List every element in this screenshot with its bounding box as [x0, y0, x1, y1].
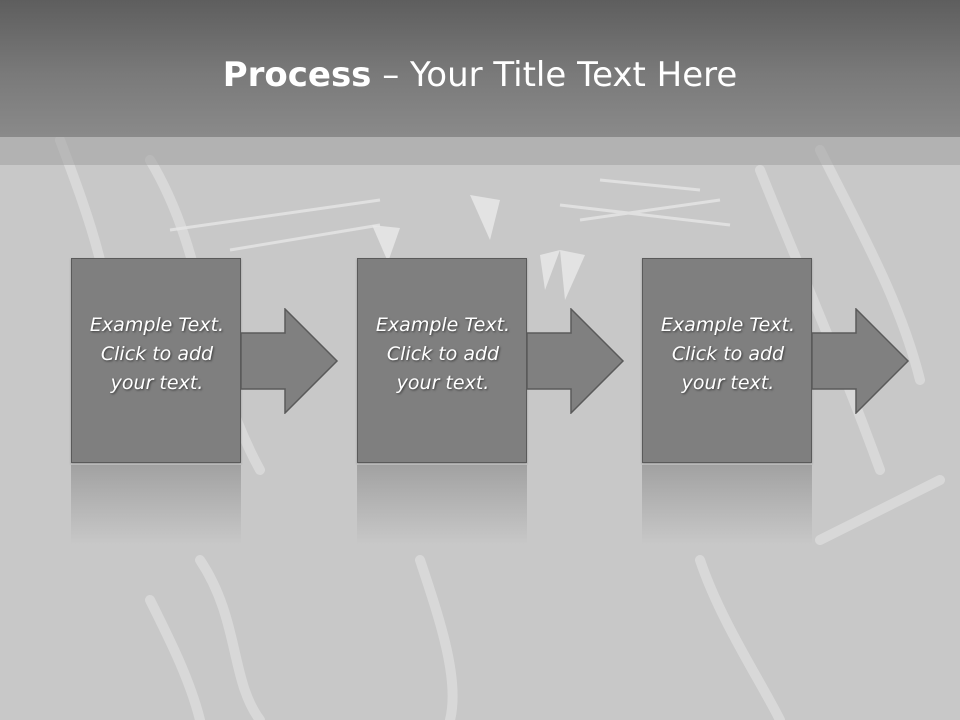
process-step-1[interactable]: Example Text. Click to add your text. [71, 258, 243, 545]
title-rest-part: – Your Title Text Here [371, 55, 738, 95]
title-underband [0, 137, 960, 165]
right-arrow-icon [241, 308, 339, 414]
step-text[interactable]: Example Text. Click to add your text. [660, 314, 796, 394]
step-reflection [642, 465, 812, 545]
right-arrow-icon [812, 308, 910, 414]
step-box[interactable]: Example Text. Click to add your text. [71, 258, 241, 463]
right-arrow-icon [527, 308, 625, 414]
step-text[interactable]: Example Text. Click to add your text. [89, 314, 225, 394]
step-box[interactable]: Example Text. Click to add your text. [642, 258, 812, 463]
slide-title[interactable]: Process – Your Title Text Here [0, 52, 960, 98]
process-step-3[interactable]: Example Text. Click to add your text. [642, 258, 814, 545]
step-text[interactable]: Example Text. Click to add your text. [375, 314, 511, 394]
title-bold-part: Process [222, 55, 372, 95]
step-box[interactable]: Example Text. Click to add your text. [357, 258, 527, 463]
process-step-2[interactable]: Example Text. Click to add your text. [357, 258, 529, 545]
step-reflection [357, 465, 527, 545]
step-reflection [71, 465, 241, 545]
title-bar [0, 0, 960, 137]
